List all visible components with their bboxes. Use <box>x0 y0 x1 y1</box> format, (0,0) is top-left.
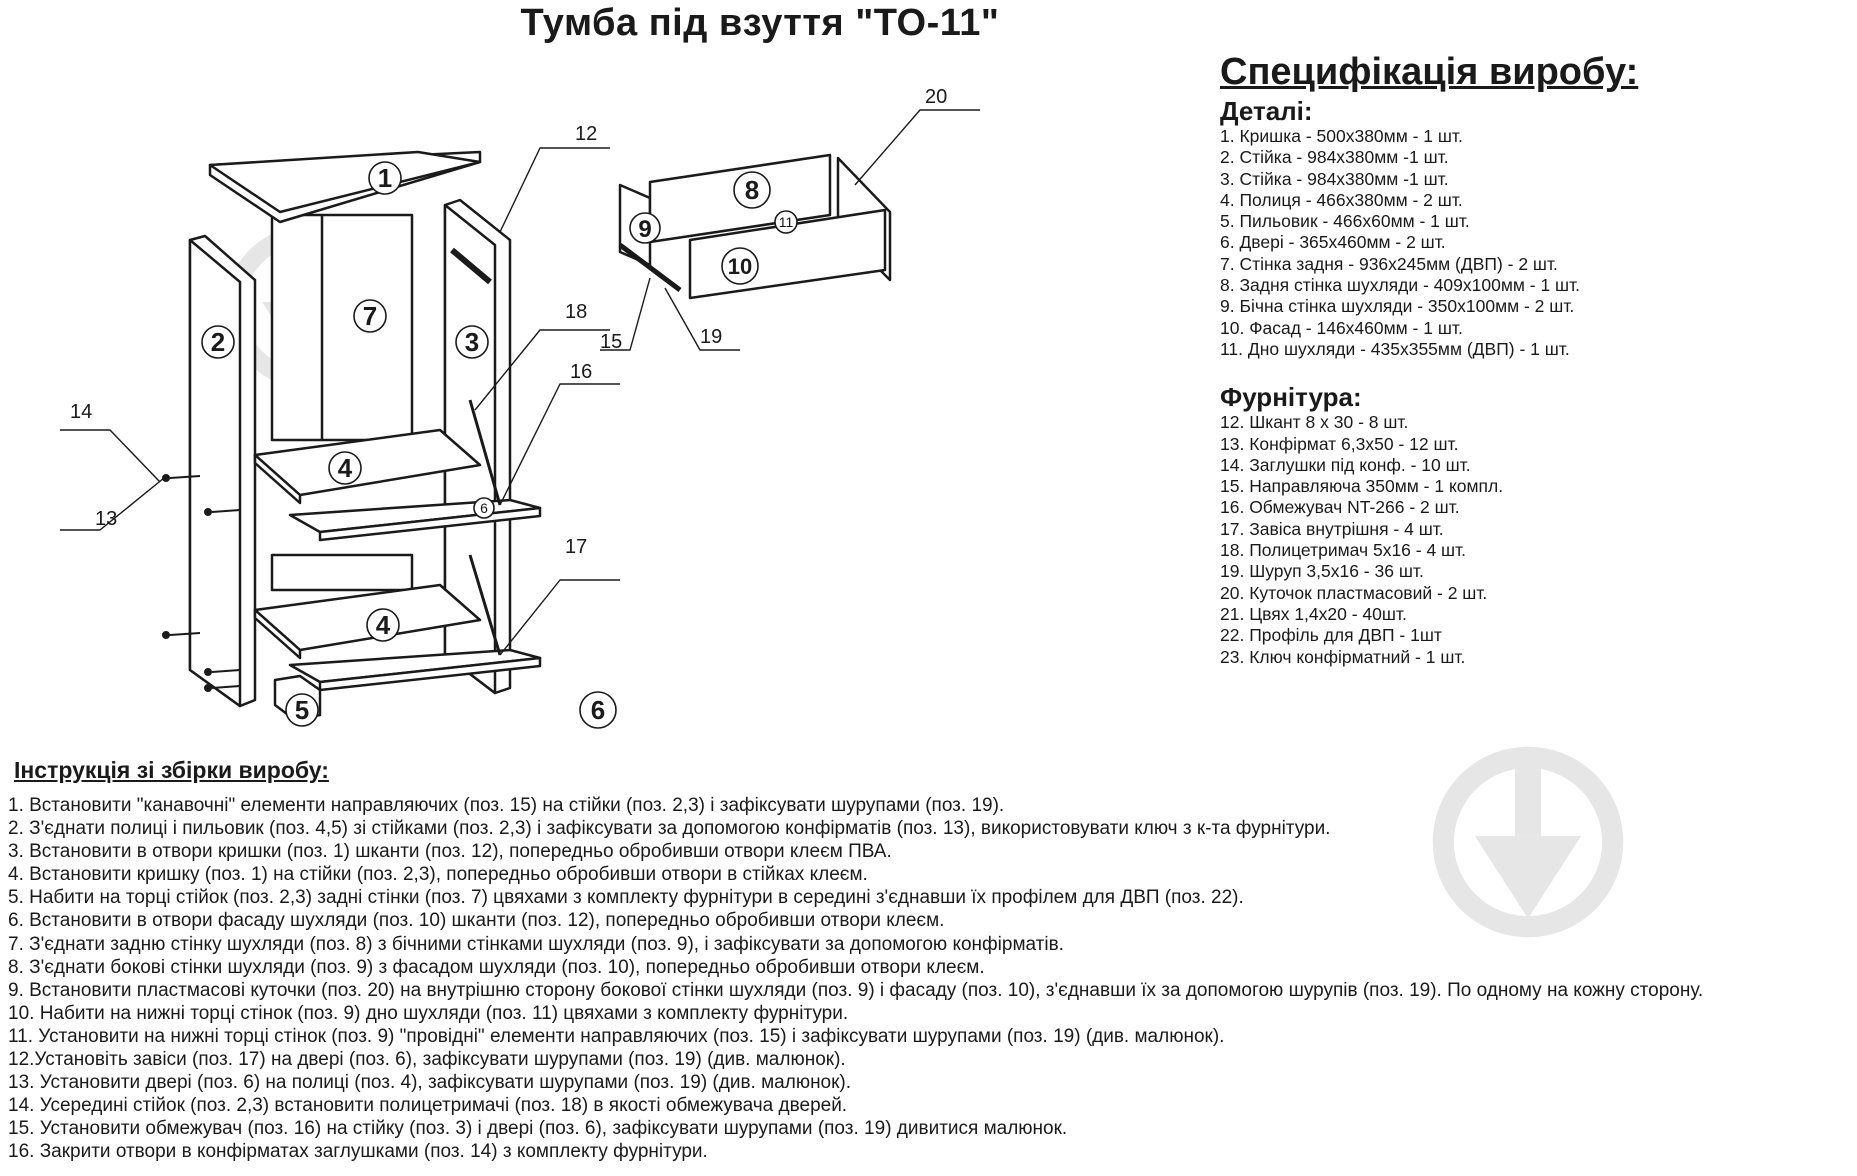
fitting-item: 18. Полицетримач 5x16 - 4 шт. <box>1220 540 1467 561</box>
marker-2: 2 <box>211 327 225 357</box>
marker-10: 10 <box>728 254 752 279</box>
fittings-list: 12. Шкант 8 х 30 - 8 шт. 13. Конфірмат 6… <box>1220 412 1840 668</box>
right-side-panel-part-3 <box>443 198 512 695</box>
instruction-step: 2. З'єднати полиці і пильовик (поз. 4,5)… <box>8 818 1331 840</box>
callout-19: 19 <box>700 326 722 348</box>
details-list: 1. Кришка - 500x380мм - 1 шт. 2. Стійка … <box>1220 126 1840 360</box>
callout-14: 14 <box>70 401 92 423</box>
lower-shelf-part-4 <box>253 583 482 660</box>
marker-8: 8 <box>745 175 759 205</box>
detail-item: 6. Двері - 365x460мм - 2 шт. <box>1220 232 1446 253</box>
detail-item: 10. Фасад - 146x460мм - 1 шт. <box>1220 317 1463 338</box>
detail-item: 11. Дно шухляди - 435x355мм (ДВП) - 1 шт… <box>1220 338 1570 359</box>
lower-door-part-6 <box>288 648 542 692</box>
top-cover-part-1 <box>208 150 482 224</box>
instruction-step: 8. З'єднати бокові стінки шухляди (поз. … <box>8 956 985 978</box>
callout-20: 20 <box>925 86 947 108</box>
fitting-item: 14. Заглушки під конф. - 10 шт. <box>1220 454 1471 475</box>
instruction-step: 13. Установити двері (поз. 6) на полиці … <box>8 1072 852 1094</box>
instruction-step: 4. Встановити кришку (поз. 1) на стійки … <box>8 864 868 886</box>
left-side-panel-part-2 <box>188 234 257 708</box>
instruction-step: 11. Установити на нижні торці стінок (по… <box>8 1025 1225 1047</box>
instruction-step: 14. Усередині стійок (поз. 2,3) встанови… <box>8 1095 848 1117</box>
document-title: Тумба під взуття "ТО-11" <box>520 2 1000 44</box>
assembly-instructions: Інструкція зі збірки виробу: 1. Встанови… <box>8 756 1853 1164</box>
detail-item: 1. Кришка - 500x380мм - 1 шт. <box>1220 126 1463 146</box>
fitting-item: 13. Конфірмат 6,3x50 - 12 шт. <box>1220 433 1459 454</box>
instruction-step: 7. З'єднати задню стінку шухляди (поз. 8… <box>8 933 1064 955</box>
instruction-step: 5. Набити на торці стійок (поз. 2,3) зад… <box>8 887 1244 909</box>
fitting-item: 23. Ключ конфірматний - 1 шт. <box>1220 646 1466 667</box>
upper-shelf-part-4 <box>253 428 482 505</box>
marker-6-small: 6 <box>480 500 488 516</box>
details-heading: Деталі: <box>1220 96 1313 126</box>
detail-item: 8. Задня стінка шухляди - 409x100мм - 1 … <box>1220 275 1581 296</box>
spec-heading: Специфікація виробу: <box>1220 51 1639 93</box>
fitting-item: 17. Завіса внутрішня - 4 шт. <box>1220 518 1444 539</box>
fitting-item: 21. Цвях 1,4x20 - 40шт. <box>1220 603 1407 624</box>
instructions-list: 1. Встановити "канавочні" елементи напра… <box>8 794 1853 1164</box>
instruction-step: 3. Встановити в отвори кришки (поз. 1) ш… <box>8 841 892 863</box>
instruction-step: 10. Набити на нижні торці стінок (поз. 9… <box>8 1002 849 1024</box>
detail-item: 3. Стійка - 984x380мм -1 шт. <box>1220 168 1449 189</box>
marker-4b: 4 <box>376 610 391 640</box>
marker-9: 9 <box>638 216 651 243</box>
fitting-item: 22. Профіль для ДВП - 1шт <box>1220 625 1442 646</box>
fitting-item: 15. Направляюча 350мм - 1 компл. <box>1220 476 1504 497</box>
callout-16: 16 <box>570 361 592 383</box>
instruction-step: 1. Встановити "канавочні" елементи напра… <box>8 795 1005 816</box>
fitting-item: 16. Обмежувач NT-266 - 2 шт. <box>1220 497 1460 518</box>
detail-item: 7. Стінка задня - 936x245мм (ДВП) - 2 шт… <box>1220 253 1558 274</box>
callout-17: 17 <box>565 536 587 558</box>
instruction-step: 12.Установіть завіси (поз. 17) на двері … <box>8 1049 846 1071</box>
instructions-heading: Інструкція зі збірки виробу: <box>14 757 329 783</box>
detail-item: 2. Стійка - 984x380мм -1 шт. <box>1220 147 1449 168</box>
marker-1: 1 <box>378 163 392 193</box>
back-panel-part-7 <box>270 213 414 592</box>
fitting-item: 20. Куточок пластмасовий - 2 шт. <box>1220 582 1488 603</box>
specification-panel: Специфікація виробу: Деталі: 1. Кришка -… <box>1220 50 1840 668</box>
marker-3: 3 <box>465 327 479 357</box>
callout-15: 15 <box>600 331 622 353</box>
callout-12: 12 <box>575 123 597 145</box>
marker-5: 5 <box>295 695 309 725</box>
callout-18: 18 <box>565 301 587 323</box>
assembly-drawing: 1 2 7 3 4 4 5 6 8 9 10 11 6 12 13 14 15 … <box>60 86 980 729</box>
fitting-item: 12. Шкант 8 х 30 - 8 шт. <box>1220 412 1409 433</box>
instruction-step: 9. Встановити пластмасові куточки (поз. … <box>8 979 1704 1001</box>
marker-4a: 4 <box>338 453 353 483</box>
detail-item: 5. Пильовик - 466x60мм - 1 шт. <box>1220 211 1470 232</box>
fitting-item: 19. Шуруп 3,5x16 - 36 шт. <box>1220 561 1424 582</box>
instruction-step: 15. Установити обмежувач (поз. 16) на ст… <box>8 1118 1068 1140</box>
callout-13: 13 <box>95 508 117 530</box>
watermark-logo-bottom <box>1432 746 1624 938</box>
marker-7: 7 <box>363 301 377 331</box>
fittings-heading: Фурнітура: <box>1220 382 1362 413</box>
instruction-step: 6. Встановити в отвори фасаду шухляди (п… <box>8 910 945 932</box>
detail-item: 4. Полиця - 466x380мм - 2 шт. <box>1220 189 1463 210</box>
marker-6: 6 <box>591 695 605 725</box>
instruction-step: 16. Закрити отвори в конфірматах заглушк… <box>8 1141 708 1163</box>
detail-item: 9. Бічна стінка шухляди - 350x100мм - 2 … <box>1220 296 1575 317</box>
marker-11: 11 <box>779 214 794 230</box>
